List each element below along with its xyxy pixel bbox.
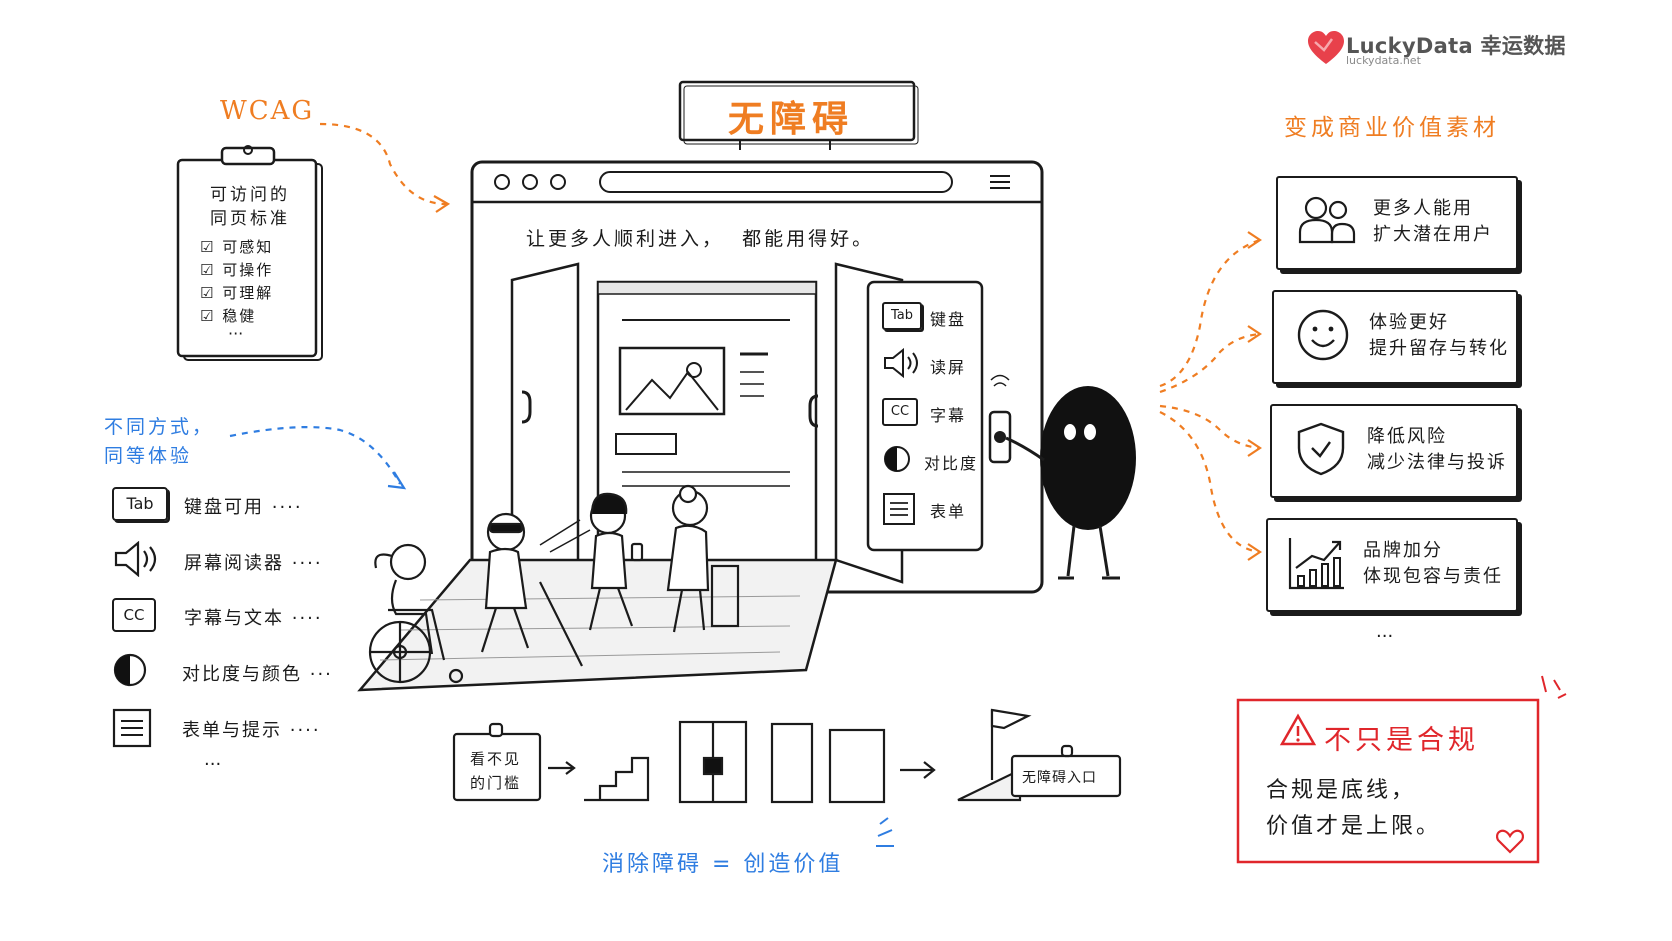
way-row-contrast: 对比度与颜色 ··· [112, 652, 342, 692]
value-card-line1: 更多人能用 [1373, 198, 1473, 219]
compliance-line1: 合规是底线， [1266, 778, 1417, 803]
mascot-character [1005, 386, 1136, 580]
clipboard-title-2: 同页标准 [210, 209, 290, 229]
barrier-sequence [452, 708, 1122, 804]
shield-icon [1297, 422, 1345, 476]
clipboard [176, 145, 323, 361]
compliance-box [1236, 698, 1540, 864]
clipboard-more: ··· [228, 324, 244, 343]
barrier-tag-line1: 看不见 [470, 750, 522, 768]
users-icon [1298, 196, 1356, 244]
panel-row-forms: 表单 [882, 490, 978, 528]
panel-row-keyboard: Tab 键盘 [882, 298, 978, 336]
brand-name: LuckyData 幸运数据 [1346, 34, 1566, 58]
value-more: ··· [1376, 626, 1394, 647]
clipboard-item-3: ☑ 可理解 [200, 284, 274, 302]
way-row-forms: 表单与提示 ···· [112, 708, 342, 748]
wcag-label: WCAG [220, 96, 315, 126]
value-card-experience: 体验更好 提升留存与转化 [1272, 290, 1518, 384]
value-card-risk: 降低风险 减少法律与投诉 [1270, 404, 1518, 498]
value-title: 变成商业价值素材 [1284, 115, 1500, 141]
brand-url: luckydata.net [1346, 54, 1421, 67]
way-row-screenreader: 屏幕阅读器 ···· [112, 541, 342, 581]
contrast-icon [884, 446, 910, 472]
growth-chart-icon [1288, 538, 1344, 590]
cc-icon: CC [882, 398, 918, 426]
checkbox-icon: ☑ [200, 261, 223, 279]
ways-more: ··· [204, 754, 222, 775]
way-row-captions: CC 字幕与文本 ···· [112, 596, 342, 636]
heart-icon [1496, 829, 1524, 854]
panel-label: 表单 [930, 502, 967, 521]
form-icon [112, 708, 152, 748]
cc-icon: CC [112, 598, 156, 632]
tab-key-icon: Tab [882, 302, 922, 330]
compliance-line2: 价值才是上限。 [1266, 814, 1442, 839]
wcag-arrow [319, 122, 447, 206]
headline: 让更多人顺利进入， 都能用得好。 [526, 228, 875, 250]
ways-title-1: 不同方式， [104, 416, 215, 438]
accessibility-sign [678, 80, 919, 150]
checkbox-icon: ☑ [200, 307, 223, 325]
clipboard-item-4: ☑ 稳健 [200, 307, 257, 325]
heart-logo-icon [1308, 31, 1344, 64]
panel-label: 对比度 [924, 454, 979, 473]
value-card-line1: 降低风险 [1367, 426, 1447, 447]
value-card-line2: 减少法律与投诉 [1367, 452, 1507, 473]
clipboard-item-1: ☑ 可感知 [200, 238, 274, 256]
checkbox-icon: ☑ [200, 284, 223, 302]
checkbox-icon: ☑ [200, 238, 223, 256]
form-icon [883, 493, 915, 525]
value-card-line1: 品牌加分 [1363, 540, 1443, 561]
way-label: 键盘可用 ···· [184, 497, 303, 518]
smiley-icon [1297, 309, 1349, 361]
equation: 消除障碍 = 创造价值 [602, 852, 844, 877]
barrier-tag-line2: 的门槛 [470, 774, 522, 792]
emphasis-marks [876, 817, 894, 847]
a11y-feature-panel [866, 280, 984, 552]
panel-label: 读屏 [930, 358, 967, 377]
value-card-brand: 品牌加分 体现包容与责任 [1266, 518, 1518, 612]
clipboard-title-1: 可访问的 [210, 185, 290, 205]
value-card-line2: 扩大潜在用户 [1373, 224, 1493, 245]
way-label: 对比度与颜色 ··· [182, 664, 333, 685]
door-button [988, 374, 1012, 464]
warning-icon [1279, 713, 1317, 746]
value-card-users: 更多人能用 扩大潜在用户 [1276, 176, 1518, 270]
tab-key-icon: Tab [112, 487, 168, 521]
value-card-line2: 提升留存与转化 [1369, 338, 1509, 359]
contrast-icon [113, 653, 147, 687]
value-card-line1: 体验更好 [1369, 312, 1449, 333]
red-emphasis-marks [1541, 675, 1567, 699]
way-row-keyboard: Tab 键盘可用 ···· [112, 485, 342, 525]
ways-arrow [229, 425, 401, 485]
way-label: 字幕与文本 ···· [184, 608, 323, 629]
value-card-line2: 体现包容与责任 [1363, 566, 1503, 587]
brand-logo: LuckyData 幸运数据 luckydata.net [1306, 28, 1565, 68]
people-group [368, 484, 740, 684]
clipboard-item-2: ☑ 可操作 [200, 261, 274, 279]
way-label: 表单与提示 ···· [182, 720, 321, 741]
panel-label: 字幕 [930, 406, 967, 425]
speaker-icon [114, 541, 157, 577]
way-label: 屏幕阅读器 ···· [184, 553, 323, 574]
panel-label: 键盘 [930, 310, 967, 329]
compliance-title: 不只是合规 [1324, 725, 1479, 756]
top-sign-text: 无障碍 [728, 98, 855, 140]
panel-row-contrast: 对比度 [882, 442, 978, 480]
entrance-tag: 无障碍入口 [1022, 770, 1097, 786]
panel-row-screenreader: 读屏 [882, 346, 978, 384]
panel-row-captions: CC 字幕 [882, 394, 978, 432]
value-arrows [1159, 238, 1261, 554]
speaker-icon [884, 348, 918, 379]
ways-title-2: 同等体验 [104, 445, 193, 467]
